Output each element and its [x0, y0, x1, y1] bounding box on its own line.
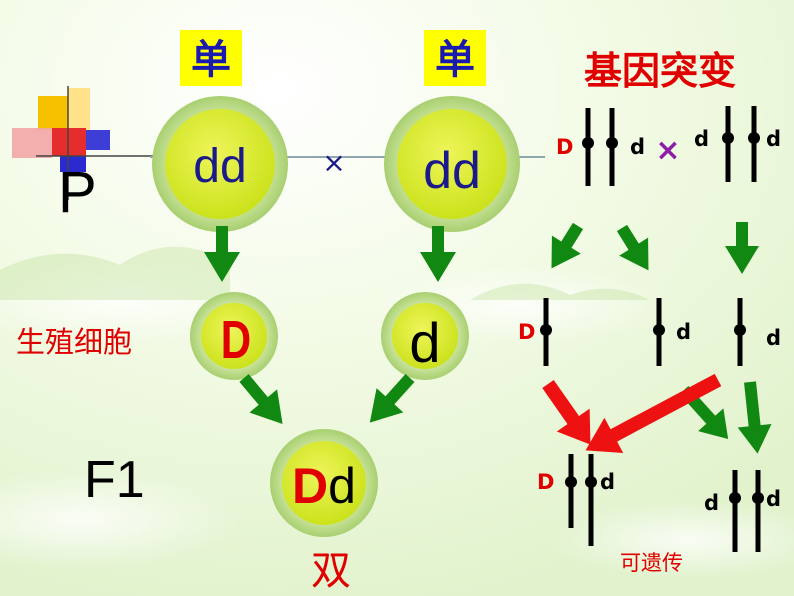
mut-gamete-1: D	[518, 320, 535, 344]
f1-genotype: Dd	[292, 458, 356, 514]
badge-left: 单	[191, 37, 231, 83]
mut-gamete-2: d	[676, 320, 691, 344]
row-label-f1: F1	[84, 451, 145, 509]
chromosome-pair-offspring-right	[732, 470, 761, 552]
chromosome-pair-offspring-left	[568, 454, 594, 546]
badge-left-bg	[180, 30, 242, 86]
badge-right-bg	[424, 30, 486, 86]
decorative-color-blocks	[12, 86, 155, 200]
f1-trait: 双	[311, 548, 351, 594]
mut-gamete-3: d	[766, 326, 781, 350]
arrow-parent-right-to-gamete	[420, 226, 456, 282]
mutation-title: 基因突变	[584, 49, 736, 93]
mut-parent-right-allele-1: d	[694, 127, 709, 151]
arrow-red-long	[585, 373, 722, 454]
arrow-mut-right-down	[725, 222, 759, 274]
parent-cell-left	[152, 96, 288, 232]
f1-allele-dom: D	[292, 458, 328, 514]
cross-symbol: ×	[322, 146, 345, 179]
arrow-red-left	[542, 379, 591, 445]
gamete-right-allele: d	[409, 311, 440, 374]
parent-cell-right	[384, 96, 520, 232]
mut-offspring-left-allele-d: D	[537, 470, 554, 494]
mut-offspring-right-allele-2: d	[766, 487, 781, 511]
arrow-parent-left-to-gamete	[204, 226, 240, 282]
arrow-mut-left-down	[551, 222, 584, 269]
gamete-cell-left	[190, 292, 278, 380]
mut-cross-symbol: ×	[655, 133, 680, 168]
genotype-right: dd	[423, 142, 481, 200]
arrow-mut-center-down	[616, 224, 649, 271]
badge-right: 单	[435, 37, 475, 83]
mut-parent-right-allele-2: d	[766, 127, 781, 151]
row-label-p: P	[58, 160, 97, 225]
row-label-gametes: 生殖细胞	[16, 325, 132, 359]
mut-parent-left-allele-d: D	[556, 135, 573, 159]
f1-cell	[270, 429, 378, 537]
centromeres	[540, 132, 764, 504]
gamete-cell-right	[381, 292, 469, 380]
arrow-mut-offspring-right-b	[737, 381, 772, 454]
genotype-left: dd	[193, 140, 246, 193]
mutation-caption: 可遗传	[620, 551, 683, 575]
gamete-left-allele: D	[221, 310, 251, 370]
mut-offspring-right-allele-1: d	[704, 491, 719, 515]
arrow-gamete-right-to-f1	[369, 373, 415, 423]
background-hills	[0, 246, 650, 300]
f1-allele-rec: d	[328, 458, 356, 514]
mut-offspring-left-allele-r: d	[600, 470, 615, 494]
mut-parent-left-allele-r: d	[630, 135, 645, 159]
arrow-gamete-left-to-f1	[239, 374, 283, 424]
